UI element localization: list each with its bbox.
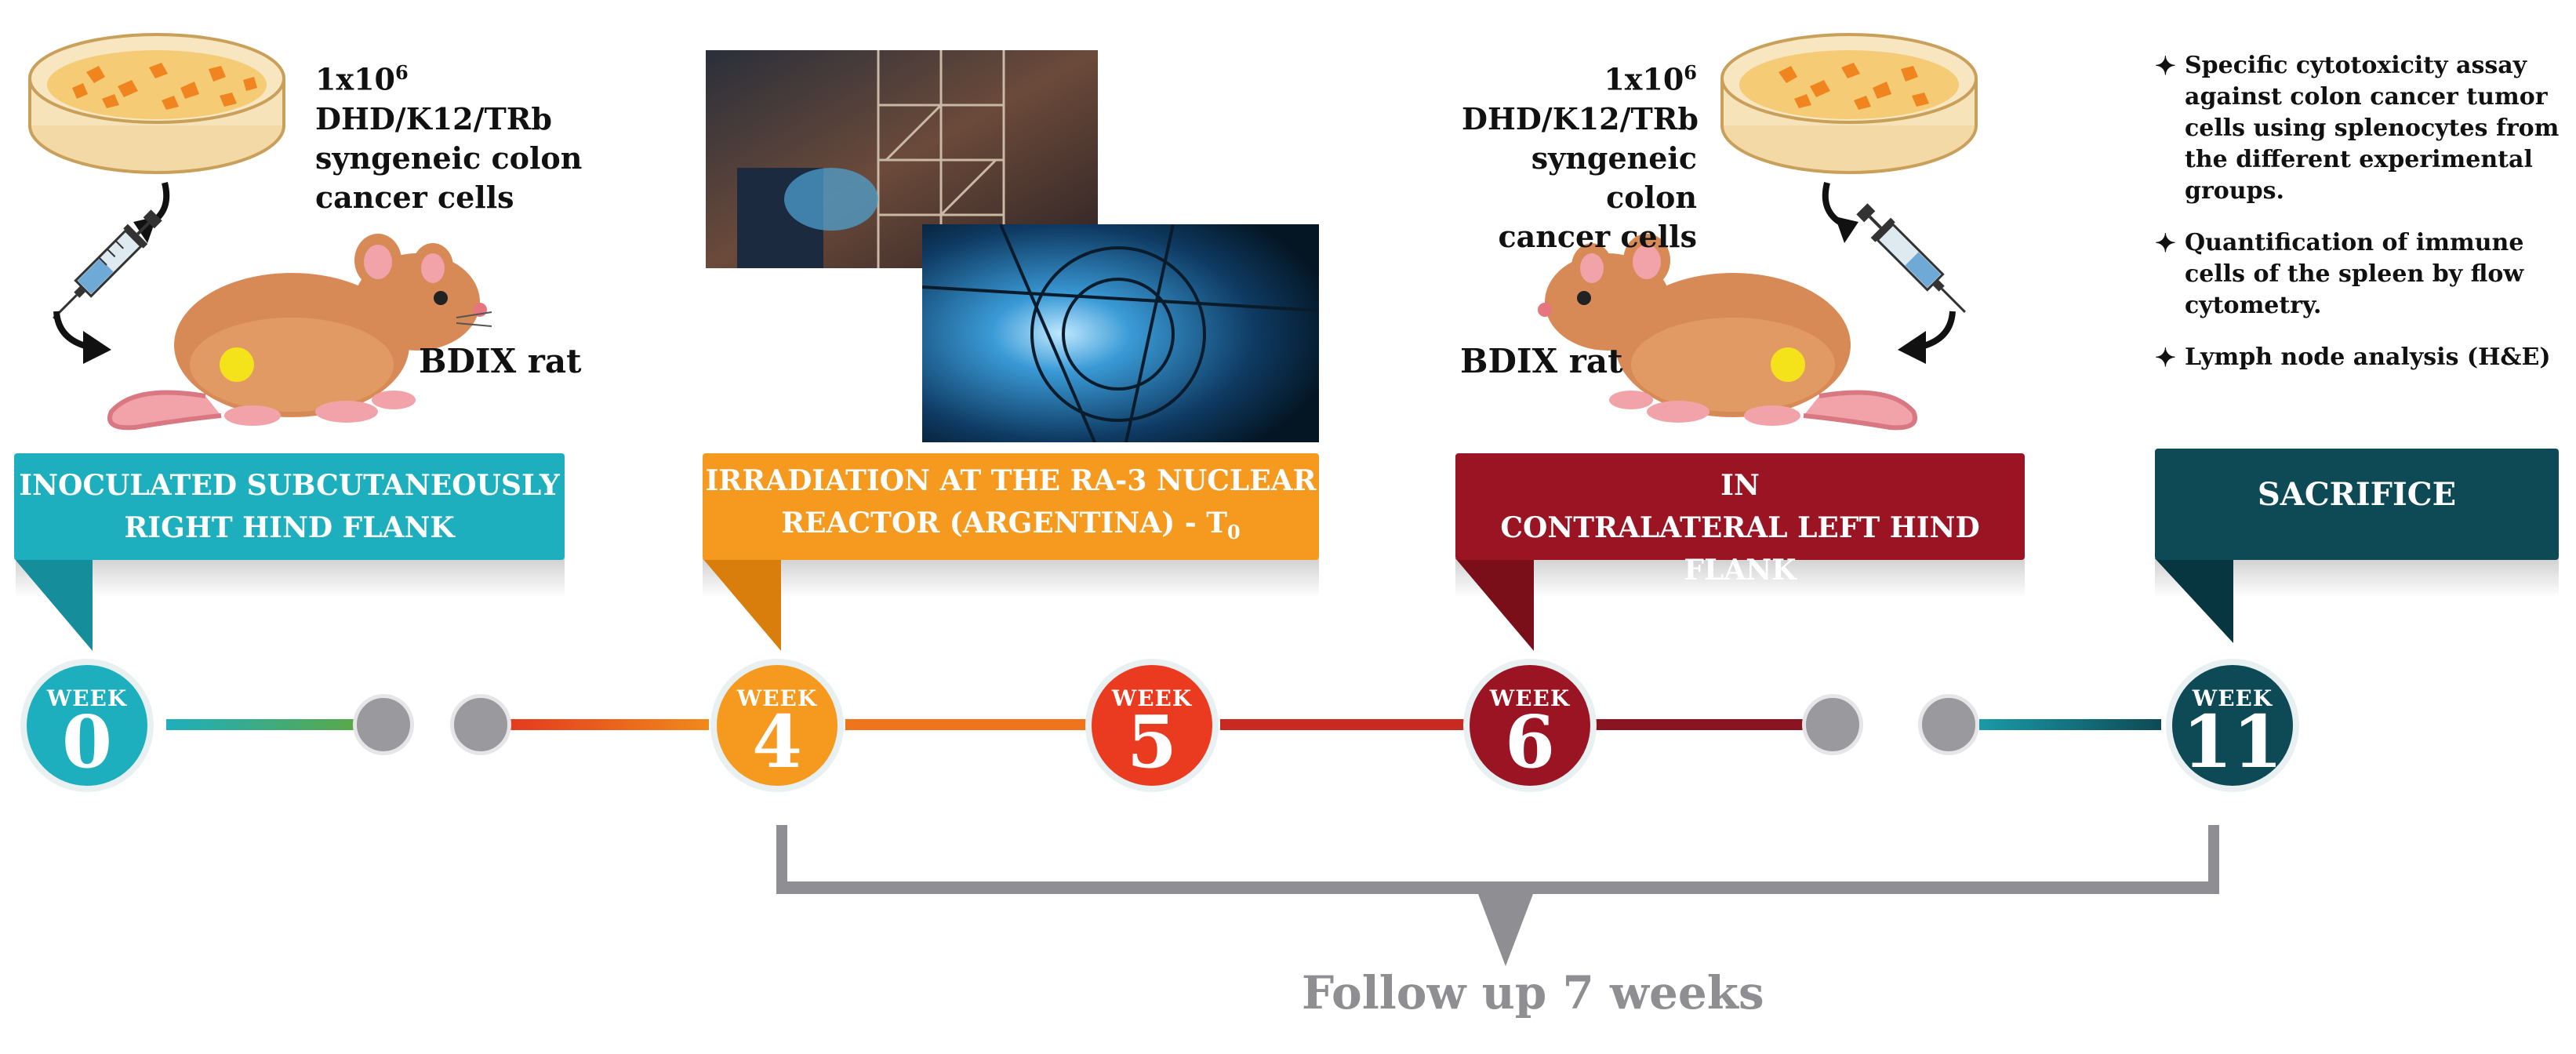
cell-description: syngeneic colon [1531, 140, 1697, 215]
star-bullet-icon: ✦ [2155, 51, 2176, 81]
list-item: ✦Specific cytotoxicity assay against col… [2155, 51, 2560, 205]
rat-right-label: BDIX rat [1460, 342, 1623, 380]
syringe-left-icon [53, 209, 162, 319]
star-bullet-icon: ✦ [2155, 343, 2176, 373]
cell-line: DHD/K12/TRb [315, 100, 552, 136]
petri-dish-left-icon [28, 33, 285, 174]
banner-pointer [14, 558, 93, 651]
cell-line: DHD/K12/TRb [1462, 100, 1699, 136]
curved-arrow-icon [1898, 311, 1956, 364]
petri-dish-right-icon [1720, 33, 1978, 174]
follow-up-bracket [776, 825, 2219, 966]
timeline-dot [1918, 694, 1979, 755]
rat-right-icon [1538, 234, 1917, 431]
cells-right-text: 1x106 DHD/K12/TRb syngeneic colon cancer… [1462, 53, 1699, 256]
rat-left-label: BDIX rat [419, 342, 582, 380]
reactor-photo-core [922, 224, 1319, 442]
curved-arrow-icon [1822, 182, 1858, 243]
banner-sacrifice: SACRIFICE [2155, 449, 2559, 560]
banner-pointer [2155, 558, 2233, 643]
timeline-dot [1802, 694, 1863, 755]
timeline-dot [450, 694, 511, 755]
dose-exponent: 6 [394, 61, 409, 84]
dose-base: 1x10 [1604, 61, 1684, 97]
follow-up-label: Follow up 7 weeks [1302, 966, 1764, 1019]
banner-pointer [1455, 558, 1534, 651]
dose-base: 1x10 [315, 61, 395, 97]
dose-exponent: 6 [1684, 61, 1697, 84]
cell-description: cancer cells [315, 179, 514, 215]
list-item: ✦Lymph node analysis (H&E) [2155, 343, 2551, 373]
syringe-right-icon [1856, 203, 1966, 313]
timeline-dot [353, 694, 414, 755]
curved-arrow-icon [53, 311, 111, 364]
banner-pointer [703, 558, 781, 651]
star-bullet-icon: ✦ [2155, 228, 2176, 258]
cell-description: cancer cells [1498, 218, 1697, 254]
outcomes-list: ✦Specific cytotoxicity assay against col… [2155, 50, 2563, 394]
cells-left-text: 1x106 DHD/K12/TRb syngeneic colon cancer… [315, 53, 582, 217]
cell-description: syngeneic colon [315, 140, 583, 176]
list-item: ✦Quantification of immune cells of the s… [2155, 228, 2524, 319]
rat-left-icon [107, 234, 492, 431]
